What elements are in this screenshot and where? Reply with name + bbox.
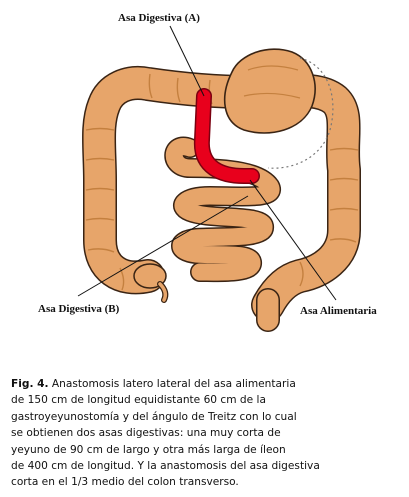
figure-number: Fig. 4. [11,378,49,390]
caption-line-7: corta en el 1/3 medio del colon transver… [11,476,239,489]
caption-line-4: se obtienen dos asas digestivas: una muy… [11,427,281,440]
caption-line-5: yeyuno de 90 cm de largo y otra más larg… [11,443,286,456]
anatomy-diagram: Asa Digestiva (A) Asa Digestiva (B) Asa … [38,12,377,332]
figure-caption: Fig. 4. Anastomosis latero lateral del a… [11,376,403,491]
caption-line-3: gastroyeyunostomía y del ángulo de Treit… [11,410,297,423]
excluded-stomach-outline [267,57,334,169]
caption-text-1: Anastomosis latero lateral del asa alime… [48,378,296,390]
caption-line-2: de 150 cm de longitud equidistante 60 cm… [11,394,266,407]
leader-asa-alimentaria [249,179,337,301]
leader-asa-b [77,195,249,297]
caption-line-6: de 400 cm de longitud. Y la anastomosis … [11,460,320,473]
label-asa-digestiva-a: Asa Digestiva (A) [118,12,200,24]
leader-asa-a [169,25,205,97]
leader-lines [77,25,337,301]
label-asa-digestiva-b: Asa Digestiva (B) [38,303,120,315]
stomach [224,48,334,169]
caption-line-1: Fig. 4. Anastomosis latero lateral del a… [11,376,403,392]
alimentary-loop [193,88,260,184]
label-asa-alimentaria: Asa Alimentaria [300,305,377,317]
